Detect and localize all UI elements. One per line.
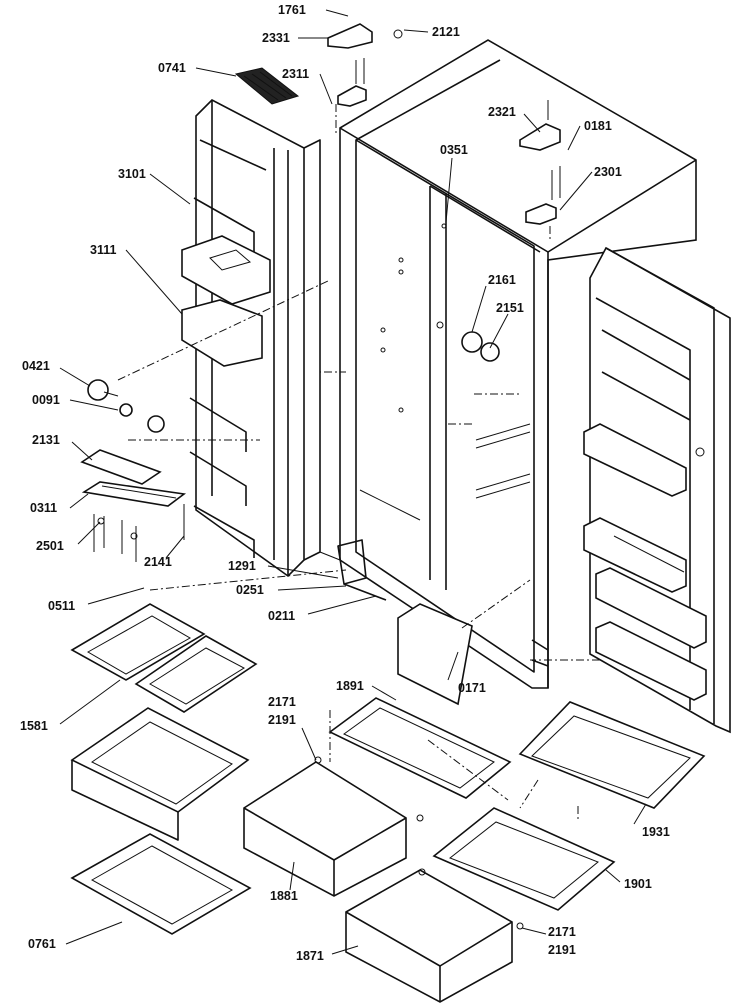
hinge-cover-right	[519, 123, 561, 151]
door-shelf-2	[583, 517, 687, 593]
callout-0351: 0351	[440, 143, 468, 157]
shelf-1581-left	[70, 603, 206, 681]
callout-1901: 1901	[624, 877, 652, 891]
callout-0741: 0741	[158, 61, 186, 75]
callout-2191-upper: 2191	[268, 713, 296, 727]
shelf-large	[70, 707, 250, 813]
callout-2121: 2121	[432, 25, 460, 39]
cabinet-small-parts	[337, 331, 500, 706]
shelf-0761	[70, 833, 252, 935]
shelf-1931	[518, 701, 706, 809]
callout-2191-lower: 2191	[548, 943, 576, 957]
callout-2161: 2161	[488, 273, 516, 287]
callout-1761: 1761	[278, 3, 306, 17]
callout-2131: 2131	[32, 433, 60, 447]
cover-0171	[397, 603, 473, 706]
door-shelf-1	[583, 423, 687, 497]
callout-2151: 2151	[496, 301, 524, 315]
door-shelf-4	[595, 621, 707, 701]
shelves-and-crispers	[70, 603, 706, 1003]
callout-2331: 2331	[262, 31, 290, 45]
door-shelf-3	[595, 567, 707, 649]
leader-lines	[59, 9, 647, 955]
ice-dispenser-bin	[181, 235, 271, 305]
callout-1881: 1881	[270, 889, 298, 903]
callout-1891: 1891	[336, 679, 364, 693]
crisper-cover-1901	[432, 807, 616, 911]
lamp-assembly	[80, 379, 187, 562]
callout-0091: 0091	[32, 393, 60, 407]
callout-1931: 1931	[642, 825, 670, 839]
callout-2301: 2301	[594, 165, 622, 179]
refrigerator-cabinet	[319, 39, 697, 689]
callout-0181: 0181	[584, 119, 612, 133]
door-bin-3111	[181, 299, 263, 367]
fresh-food-door-right	[583, 246, 731, 734]
bulb-right	[147, 415, 165, 433]
lamp-cover-2131	[80, 449, 162, 485]
callout-2501: 2501	[36, 539, 64, 553]
upper-hinge-left	[337, 85, 367, 107]
bulb-0421	[87, 379, 109, 401]
callout-3101: 3101	[118, 167, 146, 181]
top-hinge-parts	[234, 23, 561, 225]
callout-0511: 0511	[48, 599, 75, 613]
socket-0091	[119, 403, 133, 417]
upper-hinge-right	[525, 203, 557, 225]
callout-0211: 0211	[268, 609, 295, 623]
callout-labels: 1761 2331 2121 0741 2311 2321 0181 0351 …	[20, 3, 670, 963]
crisper-cover-1891	[328, 697, 512, 799]
callout-1291: 1291	[228, 559, 256, 573]
hinge-cover-left	[327, 23, 373, 49]
bracket-1291	[337, 539, 367, 585]
callout-1581: 1581	[20, 719, 48, 733]
freezer-door-left	[181, 99, 321, 578]
callout-0761: 0761	[28, 937, 56, 951]
callout-0311: 0311	[30, 501, 57, 515]
callout-2171-lower: 2171	[548, 925, 576, 939]
control-knob-2151	[480, 342, 500, 362]
control-knob-2161	[461, 331, 483, 353]
crisper-drawer-1871	[345, 869, 513, 1003]
callout-0171: 0171	[458, 681, 486, 695]
callout-2171-upper: 2171	[268, 695, 296, 709]
callout-3111: 3111	[90, 243, 116, 257]
lamp-housing-0311	[81, 481, 187, 507]
callout-2141: 2141	[144, 555, 172, 569]
callout-0421: 0421	[22, 359, 50, 373]
crisper-drawer-1881	[243, 761, 407, 897]
callout-2311: 2311	[282, 67, 309, 81]
callout-0251: 0251	[236, 583, 264, 597]
callout-1871: 1871	[296, 949, 324, 963]
callout-2321: 2321	[488, 105, 516, 119]
